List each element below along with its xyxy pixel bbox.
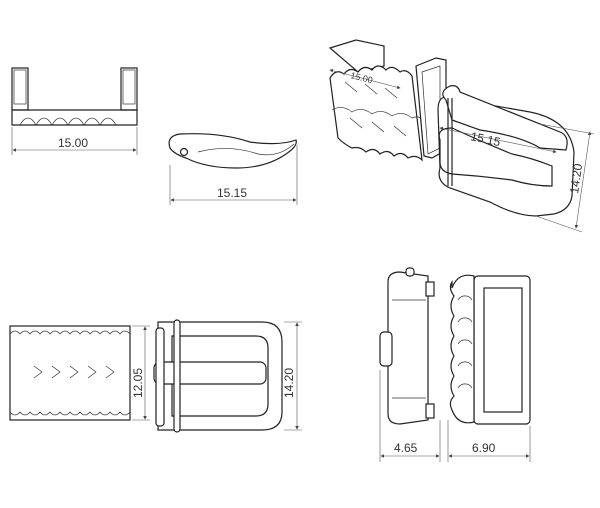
loop-front-view: 15.00 (11, 67, 138, 155)
side-view: 4.65 (379, 267, 441, 462)
dimension-side-depth: 4.65 (394, 441, 418, 455)
isometric-view: 15.00 15.15 14.20 (328, 39, 595, 233)
tongue-view: 15.15 (168, 133, 298, 205)
dimension-loop-width: 15.00 (58, 136, 88, 150)
strap-view: 12.05 (9, 325, 150, 421)
buckle-frame-view: 14.20 (153, 319, 302, 433)
dimension-strap-height: 12.05 (131, 368, 145, 398)
dimension-end-depth: 6.90 (472, 441, 496, 455)
dimension-iso-tongue: 15.15 (469, 129, 502, 149)
dimension-iso-height: 14.20 (567, 162, 585, 194)
end-view: 6.90 (447, 274, 531, 462)
dimension-frame-height: 14.20 (282, 368, 296, 398)
dimension-tongue-length: 15.15 (217, 186, 247, 200)
